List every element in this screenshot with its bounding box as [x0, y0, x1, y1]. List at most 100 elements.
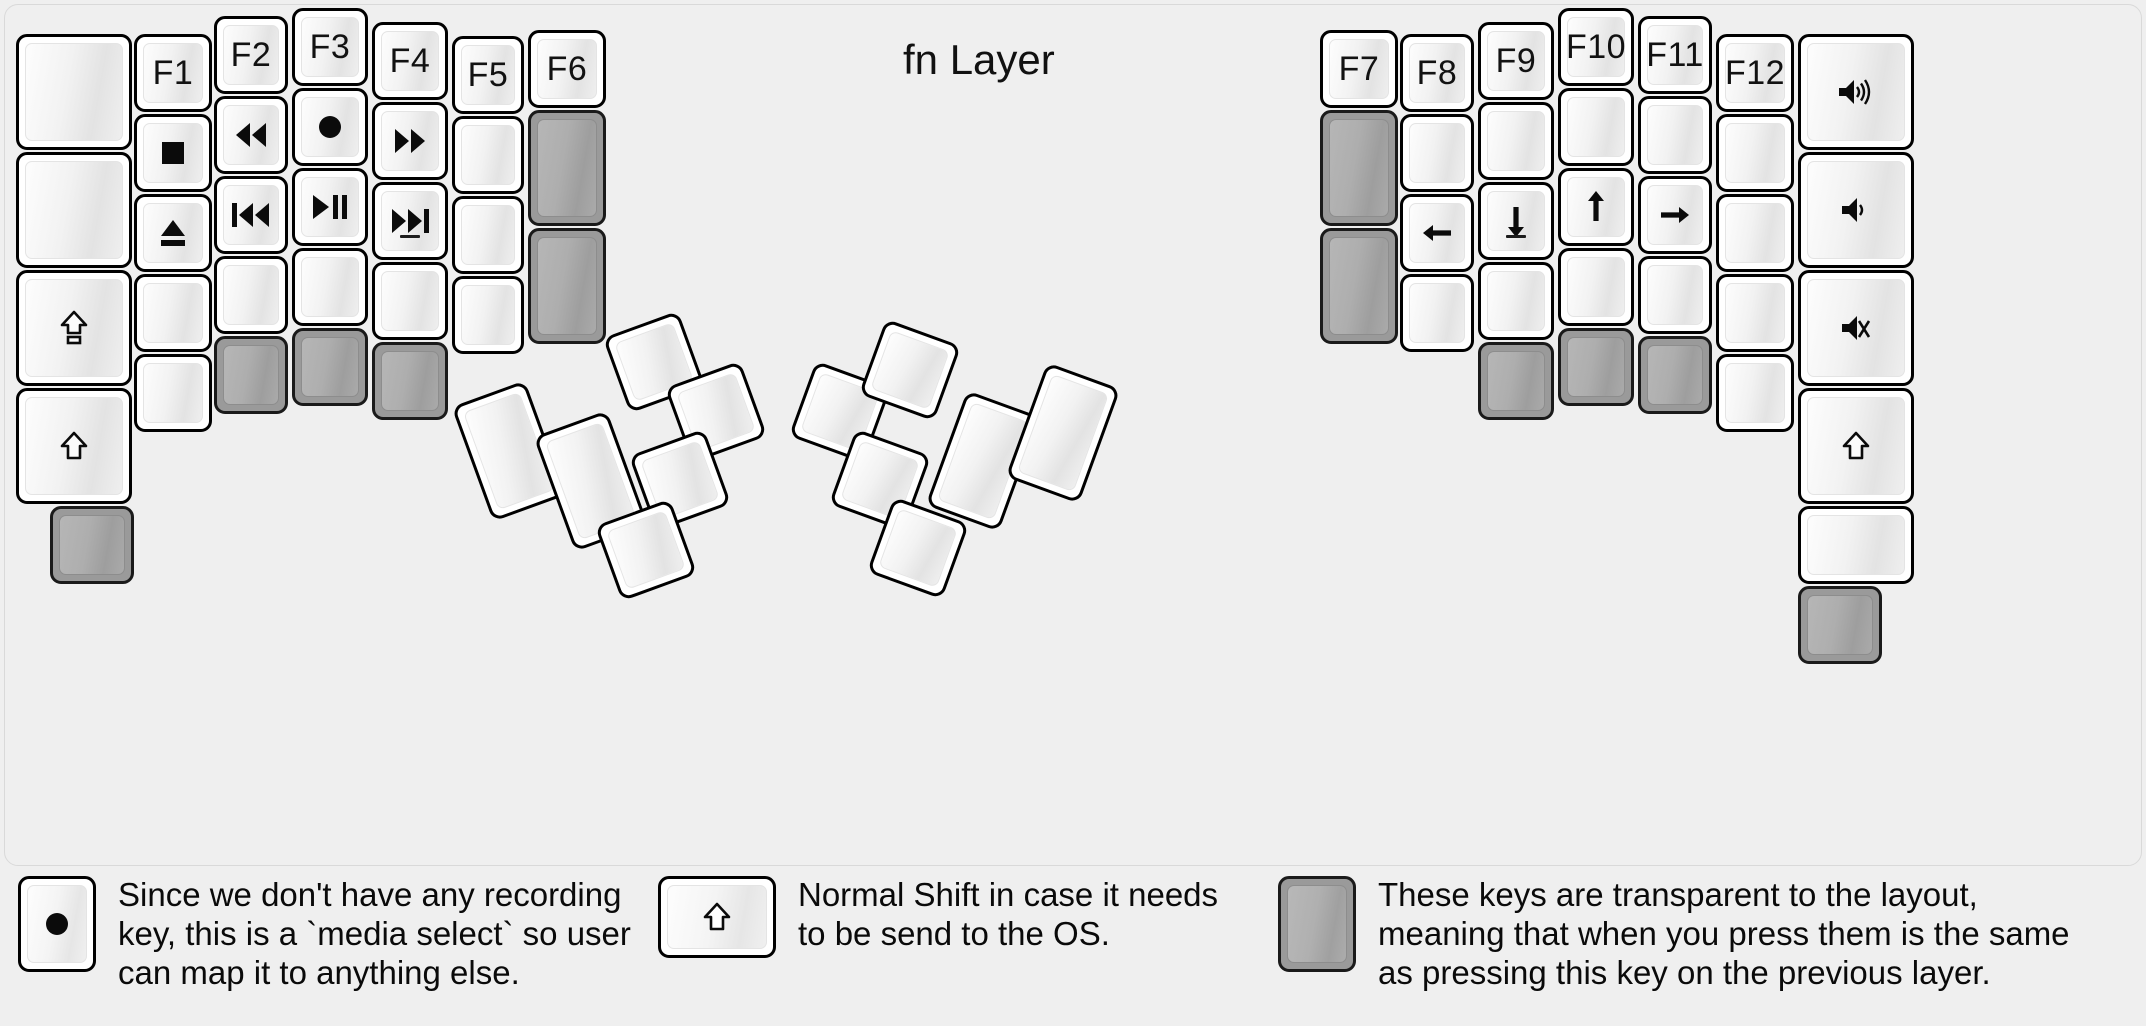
keycap: F7: [1329, 39, 1389, 99]
key-left-col-index-inner-3[interactable]: [452, 276, 524, 354]
key-right-col-index-inner-1[interactable]: [1400, 114, 1474, 192]
key-left-col-index-2[interactable]: [372, 182, 448, 260]
key-left-col-inner-0[interactable]: F6: [528, 30, 606, 108]
keycap: [143, 363, 203, 423]
fast-forward-icon: [390, 124, 430, 158]
key-right-col-pinky-4[interactable]: [1716, 354, 1794, 432]
keycap: [223, 105, 279, 165]
key-left-col-index-3[interactable]: [372, 262, 448, 340]
key-left-col-middle-2[interactable]: [292, 168, 368, 246]
key-right-col-pinky-outer-5[interactable]: [1798, 586, 1882, 664]
key-label: F5: [467, 56, 509, 94]
keycap: F6: [537, 39, 597, 99]
keycap: [461, 205, 515, 265]
key-right-col-index-0[interactable]: F9: [1478, 22, 1554, 100]
key-left-col-ring-0[interactable]: F2: [214, 16, 288, 94]
keycap: [1807, 515, 1905, 575]
key-right-col-pinky-outer-4[interactable]: [1798, 506, 1914, 584]
key-right-col-index-inner-3[interactable]: [1400, 274, 1474, 352]
key-right-col-index-2[interactable]: [1478, 182, 1554, 260]
keycap: [878, 508, 958, 588]
keycap: [1647, 265, 1703, 325]
keycap: F3: [301, 17, 359, 77]
key-left-col-ring-2[interactable]: [214, 176, 288, 254]
key-right-col-index-inner-0[interactable]: F8: [1400, 34, 1474, 112]
key-right-col-pinky-outer-0[interactable]: [1798, 34, 1914, 150]
key-left-col-pinky-0[interactable]: F1: [134, 34, 212, 112]
key-left-col-ring-1[interactable]: [214, 96, 288, 174]
key-left-col-middle-0[interactable]: F3: [292, 8, 368, 86]
key-left-col-index-1[interactable]: [372, 102, 448, 180]
key-right-col-ring-2[interactable]: [1638, 176, 1712, 254]
keycap: [1329, 237, 1389, 335]
key-right-col-pinky-outer-3[interactable]: [1798, 388, 1914, 504]
key-right-col-pinky-outer-1[interactable]: [1798, 152, 1914, 268]
key-left-col-index-0[interactable]: F4: [372, 22, 448, 100]
keycap: [301, 257, 359, 317]
key-left-col-inner-1[interactable]: [528, 110, 606, 226]
key-right-col-index-inner-2[interactable]: [1400, 194, 1474, 272]
key-right-col-pinky-3[interactable]: [1716, 274, 1794, 352]
legend: Since we don't have any recording key, t…: [18, 876, 2128, 1016]
key-left-col-middle-3[interactable]: [292, 248, 368, 326]
legend-item-record: Since we don't have any recording key, t…: [18, 876, 658, 993]
key-left-col-pinky-4[interactable]: [134, 354, 212, 432]
next-track-icon: [389, 204, 431, 238]
key-right-col-index-1[interactable]: [1478, 102, 1554, 180]
key-right-col-ring-4[interactable]: [1638, 336, 1712, 414]
keycap: [25, 279, 123, 377]
keycap: [1487, 271, 1545, 331]
key-right-col-pinky-0[interactable]: F12: [1716, 34, 1794, 112]
keycap: [537, 237, 597, 335]
key-left-col-ring-3[interactable]: [214, 256, 288, 334]
key-right-col-ring-0[interactable]: F11: [1638, 16, 1712, 94]
key-label: F8: [1416, 54, 1458, 92]
key-left-col-pinky-outer-3[interactable]: [16, 388, 132, 504]
key-right-col-inner-2[interactable]: [1320, 228, 1398, 344]
key-right-col-inner-1[interactable]: [1320, 110, 1398, 226]
key-right-col-middle-2[interactable]: [1558, 168, 1634, 246]
key-left-col-ring-4[interactable]: [214, 336, 288, 414]
key-left-col-pinky-outer-4[interactable]: [50, 506, 134, 584]
key-left-col-pinky-2[interactable]: [134, 194, 212, 272]
keycap: [143, 203, 203, 263]
key-right-col-pinky-2[interactable]: [1716, 194, 1794, 272]
key-right-col-inner-0[interactable]: F7: [1320, 30, 1398, 108]
key-left-col-index-inner-0[interactable]: F5: [452, 36, 524, 114]
key-label: F6: [546, 50, 588, 88]
key-right-col-middle-1[interactable]: [1558, 88, 1634, 166]
key-right-col-pinky-outer-2[interactable]: [1798, 270, 1914, 386]
key-left-col-index-inner-2[interactable]: [452, 196, 524, 274]
key-right-col-middle-4[interactable]: [1558, 328, 1634, 406]
keycap: [301, 97, 359, 157]
key-left-col-middle-1[interactable]: [292, 88, 368, 166]
record-icon: [40, 907, 74, 941]
keycap: F2: [223, 25, 279, 85]
arrow-right-icon: [1657, 198, 1693, 232]
key-left-col-index-inner-1[interactable]: [452, 116, 524, 194]
key-left-col-pinky-outer-1[interactable]: [16, 152, 132, 268]
keycap: [25, 161, 123, 259]
key-left-col-pinky-3[interactable]: [134, 274, 212, 352]
keycap: [1567, 177, 1625, 237]
record-icon: [313, 110, 347, 144]
key-left-col-index-4[interactable]: [372, 342, 448, 420]
key-right-col-ring-1[interactable]: [1638, 96, 1712, 174]
key-left-col-pinky-outer-2[interactable]: [16, 270, 132, 386]
key-left-col-pinky-1[interactable]: [134, 114, 212, 192]
keycap: [1487, 191, 1545, 251]
key-right-col-index-3[interactable]: [1478, 262, 1554, 340]
key-left-col-inner-2[interactable]: [528, 228, 606, 344]
arrow-down-icon: [1499, 203, 1533, 239]
keycap: [1329, 119, 1389, 217]
key-right-col-pinky-1[interactable]: [1716, 114, 1794, 192]
keycap: [1807, 161, 1905, 259]
volume-down-icon: [1839, 193, 1873, 227]
keycap: [461, 285, 515, 345]
key-left-col-pinky-outer-0[interactable]: [16, 34, 132, 150]
key-right-col-middle-3[interactable]: [1558, 248, 1634, 326]
key-right-col-index-4[interactable]: [1478, 342, 1554, 420]
key-right-col-ring-3[interactable]: [1638, 256, 1712, 334]
key-right-col-middle-0[interactable]: F10: [1558, 8, 1634, 86]
key-left-col-middle-4[interactable]: [292, 328, 368, 406]
